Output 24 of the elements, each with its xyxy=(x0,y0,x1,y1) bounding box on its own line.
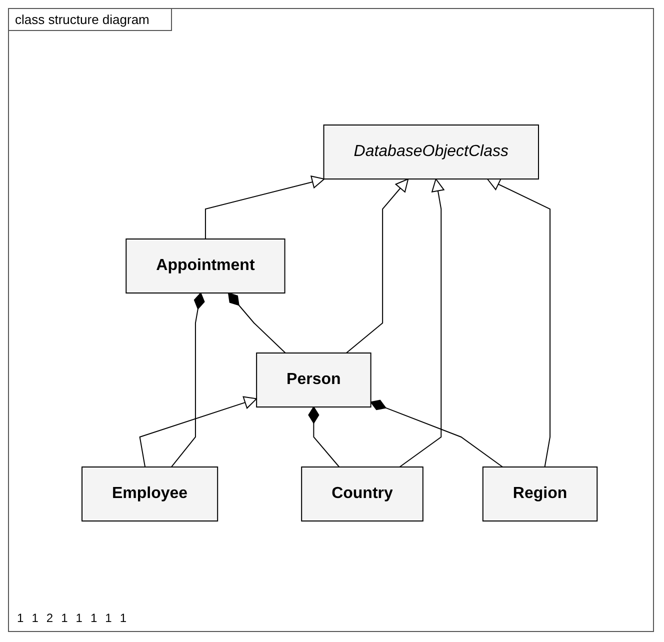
node-box: Appointment xyxy=(126,238,286,294)
multiplicity-label: 1 xyxy=(17,611,24,625)
node-box: DatabaseObjectClass xyxy=(324,124,540,180)
connector xyxy=(228,292,286,354)
multiplicity-label: 1 xyxy=(120,611,126,625)
arrow xyxy=(140,396,258,468)
multiplicity-label: 1 xyxy=(90,611,98,625)
node-box: Region xyxy=(482,466,598,522)
connector xyxy=(308,406,340,468)
arrow xyxy=(487,178,551,468)
arrow xyxy=(205,176,326,240)
arrow xyxy=(346,178,410,354)
multiplicity-label: 1 xyxy=(76,611,82,625)
node-box: Country xyxy=(302,466,424,522)
multiplicity-label: 1 xyxy=(32,611,38,625)
connector xyxy=(171,292,206,468)
node-box: Person xyxy=(256,352,372,408)
node-box: Employee xyxy=(82,466,219,522)
multiplicity-label: 1 xyxy=(61,611,68,625)
connector xyxy=(370,400,504,468)
arrow xyxy=(400,178,445,468)
multiplicity-label: 2 xyxy=(46,611,54,625)
multiplicity-label: 1 xyxy=(105,611,112,625)
diagram-title: class structure diagram xyxy=(9,9,172,31)
